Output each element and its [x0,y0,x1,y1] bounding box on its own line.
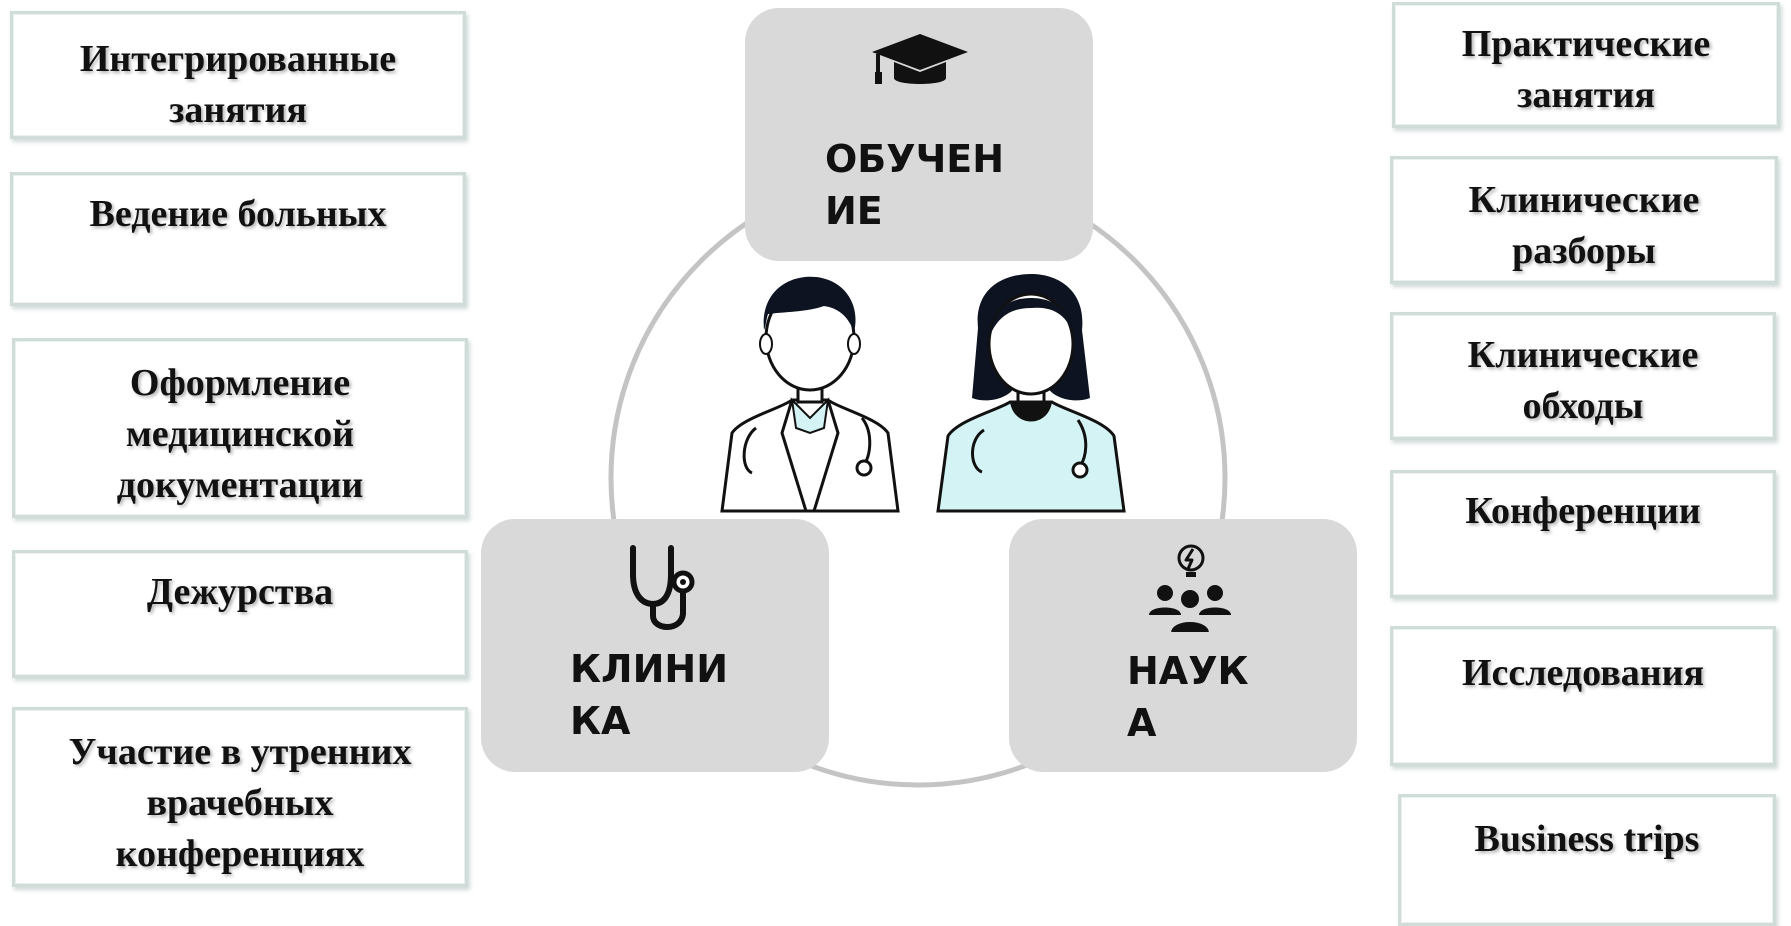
node-education: ОБУЧЕН ИЕ [745,8,1093,261]
right-item-practical-classes: Практические занятия [1392,2,1780,128]
left-item-morning-conferences: Участие в утренних врачебных конференция… [12,707,468,887]
stethoscope-icon [630,545,695,630]
node-clinic-label: КЛИНИ КА [570,647,729,743]
left-item-medical-documentation: Оформление медицинской документации [12,338,468,518]
team-idea-icon [1149,544,1231,634]
right-item-research: Исследования [1390,626,1776,766]
left-item-integrated-classes: Интегрированные занятия [10,11,466,139]
node-science-label: НАУК А [1127,649,1249,745]
left-item-patient-management: Ведение больных [10,172,466,306]
graduation-cap-icon [872,34,968,84]
node-education-label: ОБУЧЕН ИЕ [825,137,1005,233]
right-item-clinical-reviews: Клинические разборы [1390,156,1778,284]
node-science: НАУК А [1009,519,1357,772]
left-item-duty-shifts: Дежурства [12,550,468,678]
right-item-business-trips: Business trips [1398,794,1776,926]
right-item-conferences: Конференции [1390,470,1776,598]
right-item-clinical-rounds: Клинические обходы [1390,312,1776,440]
node-clinic: КЛИНИ КА [481,519,829,772]
doctors-icon [720,274,1126,513]
